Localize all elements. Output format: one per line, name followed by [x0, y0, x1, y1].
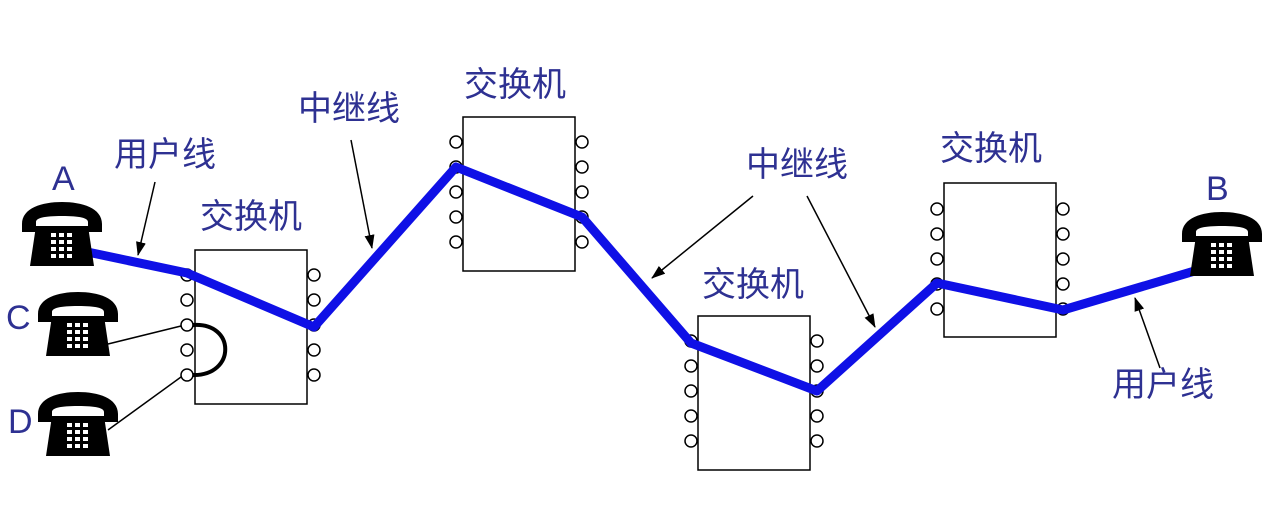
- line-c: [107, 325, 182, 345]
- phone-label-b: B: [1206, 170, 1229, 208]
- switch-label-4: 交换机: [940, 129, 1042, 169]
- telephone-icon: [38, 392, 118, 456]
- switch-label-1: 交换机: [200, 197, 302, 237]
- telephone-icon: [38, 292, 118, 356]
- telephone-icon: [1182, 212, 1262, 276]
- subscriber-line-label-left: 用户线: [114, 135, 216, 175]
- phone-label-a: A: [52, 160, 75, 198]
- switch-4: [930, 182, 1070, 338]
- call-route: [73, 162, 1203, 396]
- switch-2: [449, 116, 589, 272]
- local-connection-c-d: [192, 322, 228, 378]
- arrow-subscriber-line-right: [1134, 297, 1161, 369]
- arrow-trunk-line-right-b: [806, 195, 876, 328]
- switch-label-2: 交换机: [464, 65, 566, 105]
- trunk-line-label-right: 中继线: [746, 145, 848, 185]
- phone-label-c: C: [6, 299, 31, 337]
- switch-3: [684, 315, 824, 471]
- telephone-icon: [22, 202, 102, 266]
- phone-label-d: D: [8, 403, 33, 441]
- subscriber-line-label-right: 用户线: [1112, 365, 1214, 405]
- switch-label-3: 交换机: [702, 265, 804, 305]
- arrow-trunk-line-right-a: [651, 195, 754, 279]
- trunk-line-label-left: 中继线: [298, 89, 400, 129]
- arrow-trunk-line-left: [350, 139, 375, 249]
- arrow-subscriber-line-left: [136, 181, 156, 256]
- line-d: [107, 376, 182, 431]
